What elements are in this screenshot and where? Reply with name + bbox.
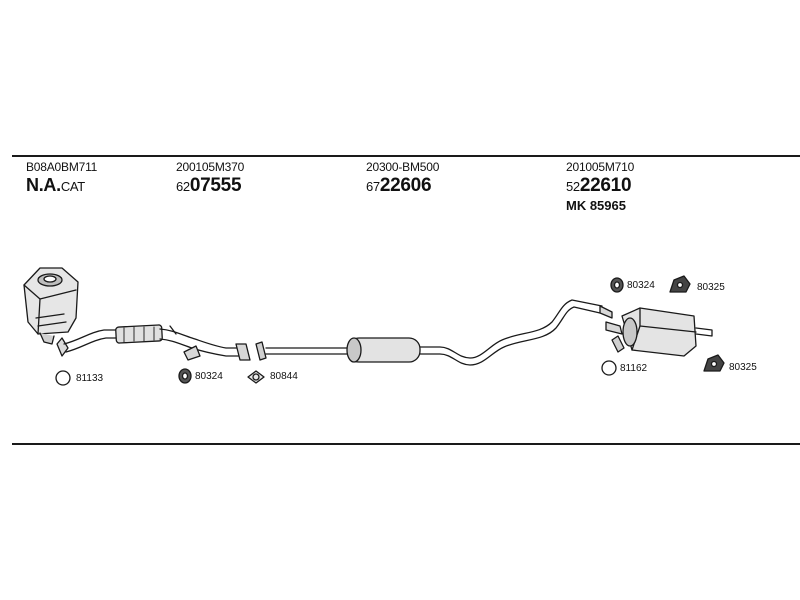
rubber-mount-icon [610, 277, 624, 293]
pipe-connector [255, 341, 267, 361]
front-pipe [56, 324, 251, 361]
part-number-main: 22610 [579, 175, 632, 196]
accessory-label: 81133 [76, 373, 104, 384]
part-column-catalyst: B08A0BM711 N.A.CAT [26, 160, 97, 197]
mounting-kit-number: MK 85965 [566, 198, 626, 213]
accessory-label: 80325 [729, 362, 757, 373]
oem-number: 200105M370 [176, 160, 245, 174]
bottom-divider [12, 443, 800, 445]
oem-number: 20300-BM500 [366, 160, 440, 174]
hanger-icon [669, 275, 691, 293]
part-number: 6207555 [176, 175, 244, 197]
part-number-prefix: 67 [366, 179, 380, 194]
part-number-prefix: 52 [566, 179, 580, 194]
middle-silencer [265, 299, 603, 366]
oem-number: 201005M710 [566, 160, 635, 174]
top-divider [12, 155, 800, 157]
rubber-mount-icon [178, 368, 192, 384]
part-column-front-pipe: 200105M370 6207555 [176, 160, 244, 197]
part-column-rear-silencer: 201005M710 5222610 MK 85965 [566, 160, 634, 214]
o-ring-icon [601, 360, 617, 376]
accessory-label: 80324 [627, 280, 655, 291]
accessory-label: 80325 [697, 282, 725, 293]
part-number-main: 22606 [379, 175, 432, 196]
catalytic-converter [23, 267, 79, 345]
part-number: 5222610 [566, 175, 634, 197]
accessory-label: 80844 [270, 371, 298, 382]
hanger-icon [703, 354, 725, 372]
part-label: N.A.CAT [26, 175, 97, 197]
part-number-prefix: 62 [176, 179, 190, 194]
part-label-bold: N.A. [26, 175, 61, 195]
accessory-label: 80324 [195, 371, 223, 382]
oem-number: B08A0BM711 [26, 160, 98, 174]
rear-silencer [599, 305, 713, 357]
gasket-icon [247, 370, 265, 384]
part-number-main: 07555 [189, 175, 242, 196]
part-number: 6722606 [366, 175, 439, 197]
part-column-middle-silencer: 20300-BM500 6722606 [366, 160, 439, 197]
accessory-label: 81162 [620, 363, 648, 374]
o-ring-icon [55, 370, 71, 386]
part-label-small: CAT [60, 179, 85, 194]
